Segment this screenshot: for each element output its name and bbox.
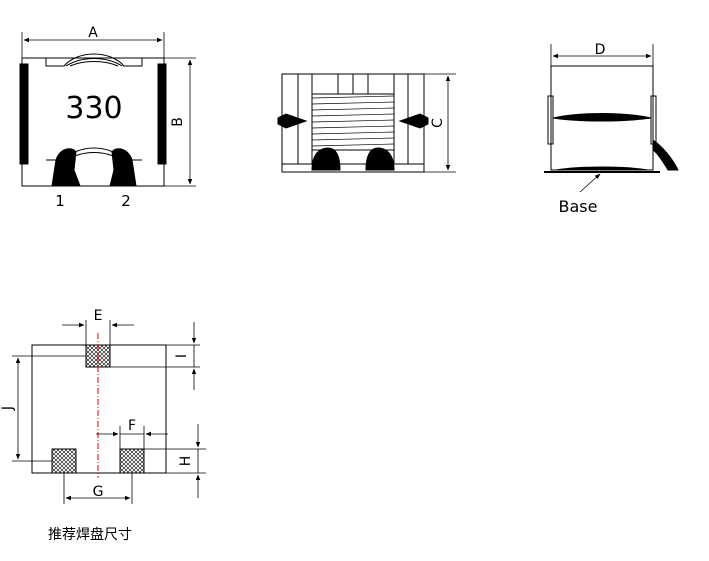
dim-g-label: G [93, 484, 104, 500]
pad-bottom-right [119, 448, 145, 474]
side-view [277, 73, 456, 173]
base-label: Base [559, 197, 598, 216]
dim-a-label: A [88, 25, 98, 41]
end-terminal [652, 139, 679, 171]
end-left-clip [547, 95, 554, 145]
pin2-label: 2 [121, 192, 131, 210]
pad-layout-caption: 推荐焊盘尺寸 [48, 527, 132, 543]
pin1-terminal [51, 148, 81, 187]
front-view: 330 [19, 32, 196, 187]
part-marking: 330 [65, 91, 122, 126]
dim-b-label: B [170, 117, 186, 127]
side-left-terminal [311, 147, 341, 171]
end-view [544, 44, 679, 193]
pad-bottom-left [51, 448, 77, 474]
end-core-band [552, 113, 652, 122]
dim-c-label: C [430, 118, 446, 128]
dim-f-label: F [128, 418, 136, 434]
side-right-lead [398, 113, 429, 129]
side-left-lead [277, 113, 308, 129]
dim-h-label: H [178, 456, 194, 467]
dim-i-label: I [174, 354, 190, 358]
front-left-cap [19, 63, 29, 165]
winding-lines [311, 95, 395, 147]
dim-d-label: D [595, 42, 606, 58]
base-leader [579, 173, 601, 193]
dim-e-label: E [94, 308, 103, 324]
pin2-terminal [109, 148, 137, 187]
pin1-label: 1 [55, 192, 65, 210]
side-right-terminal [365, 147, 395, 171]
pad-layout [12, 320, 206, 504]
dim-j-label: J [0, 406, 16, 411]
front-right-cap [157, 63, 167, 165]
front-top-recess [45, 53, 143, 67]
